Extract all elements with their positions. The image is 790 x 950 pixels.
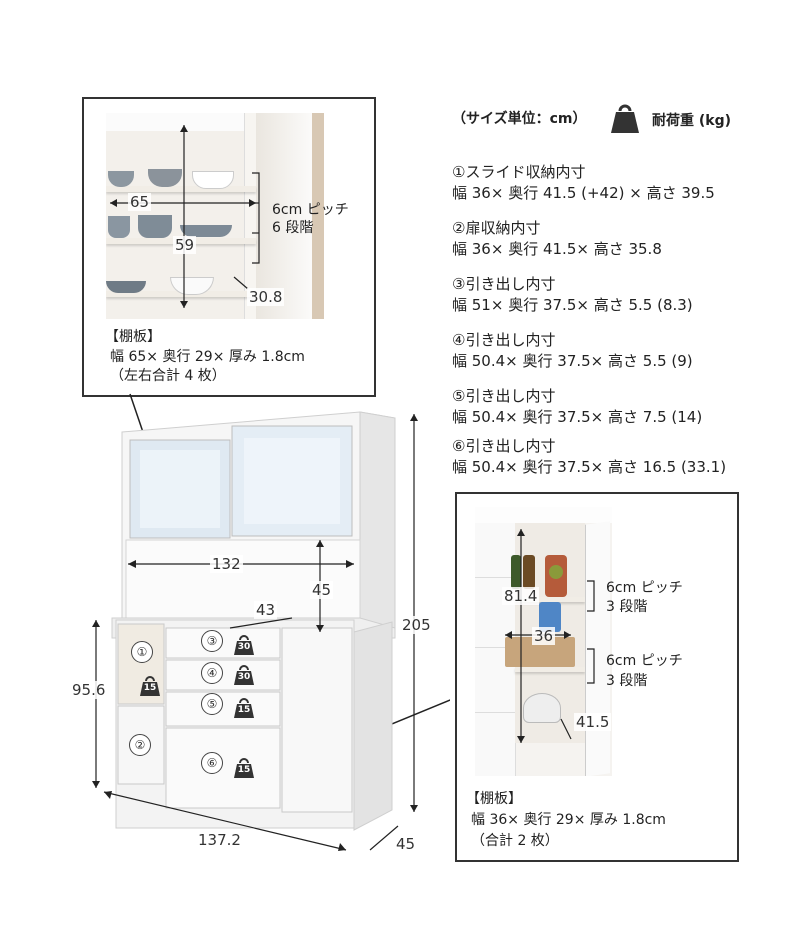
compartment-4-marker: ④ xyxy=(201,662,223,684)
compartment-1-weight-value: 15 xyxy=(143,683,157,693)
upper-width-label: 65 xyxy=(128,193,152,211)
compartment-5-marker: ⑤ xyxy=(201,693,223,715)
upper-shelf-title: 【棚板】 xyxy=(105,329,161,345)
side-shelf-line1: 幅 36× 奥行 29× 厚み 1.8cm xyxy=(471,812,666,828)
upper-shelf-photo xyxy=(106,113,324,319)
cabinet-total-width-label: 137.2 xyxy=(196,831,243,849)
side-shelf-title: 【棚板】 xyxy=(466,791,522,807)
compartment-3-weight: 30 xyxy=(233,634,255,656)
cabinet-illustration xyxy=(92,393,450,851)
cabinet-counter-depth-label: 43 xyxy=(254,601,278,619)
compartment-5-weight-value: 15 xyxy=(237,705,251,715)
spec-4-title: ④引き出し内寸 xyxy=(452,331,556,349)
spec-5-value: 幅 50.4× 奥行 37.5× 高さ 7.5 (14) xyxy=(452,408,703,426)
compartment-6-weight-value: 15 xyxy=(237,765,251,775)
compartment-6-weight: 15 xyxy=(233,757,255,779)
spec-2-value: 幅 36× 奥行 41.5× 高さ 35.8 xyxy=(452,240,662,258)
spec-2-title: ②扉収納内寸 xyxy=(452,219,541,237)
spec-4-value: 幅 50.4× 奥行 37.5× 高さ 5.5 (9) xyxy=(452,352,693,370)
cabinet-total-height-label: 205 xyxy=(400,616,433,634)
spec-5-title: ⑤引き出し内寸 xyxy=(452,387,556,405)
spec-3-value: 幅 51× 奥行 37.5× 高さ 5.5 (8.3) xyxy=(452,296,693,314)
load-label: 耐荷重 (kg) xyxy=(652,113,732,129)
spec-6-value: 幅 50.4× 奥行 37.5× 高さ 16.5 (33.1) xyxy=(452,458,727,476)
side-width-label: 36 xyxy=(532,627,556,645)
side-pitch-b-line1: 6cm ピッチ xyxy=(606,653,683,669)
cabinet-inner-width-label: 132 xyxy=(210,555,243,573)
compartment-3-weight-value: 30 xyxy=(237,642,251,652)
compartment-1-weight: 15 xyxy=(139,675,161,697)
upper-pitch-line1: 6cm ピッチ xyxy=(272,202,349,218)
spec-3-title: ③引き出し内寸 xyxy=(452,275,556,293)
side-height-label: 81.4 xyxy=(502,587,540,605)
side-pitch-a-line1: 6cm ピッチ xyxy=(606,580,683,596)
upper-pitch-line2: 6 段階 xyxy=(272,220,314,236)
cabinet-lower-height-label: 95.6 xyxy=(70,681,108,699)
compartment-2-marker: ② xyxy=(129,734,151,756)
side-depth-label: 41.5 xyxy=(574,713,612,731)
compartment-3-marker: ③ xyxy=(201,630,223,652)
cabinet-counter-height-label: 45 xyxy=(310,581,334,599)
compartment-1-marker: ① xyxy=(131,641,153,663)
weight-icon xyxy=(611,104,639,133)
spec-1-value: 幅 36× 奥行 41.5 (+42) × 高さ 39.5 xyxy=(452,184,715,202)
upper-height-label: 59 xyxy=(173,236,197,254)
compartment-5-weight: 15 xyxy=(233,697,255,719)
upper-shelf-line1: 幅 65× 奥行 29× 厚み 1.8cm xyxy=(110,349,305,365)
compartment-4-weight: 30 xyxy=(233,664,255,686)
side-pitch-a-line2: 3 段階 xyxy=(606,599,648,615)
compartment-6-marker: ⑥ xyxy=(201,752,223,774)
size-unit-label: （サイズ単位：cm） xyxy=(452,111,587,127)
side-shelf-line2: （合計 2 枚） xyxy=(471,833,559,849)
upper-shelf-line2: （左右合計 4 枚） xyxy=(110,368,226,384)
spec-6-title: ⑥引き出し内寸 xyxy=(452,437,556,455)
cabinet-total-depth-label: 45 xyxy=(394,835,418,853)
compartment-4-weight-value: 30 xyxy=(237,672,251,682)
side-pitch-b-line2: 3 段階 xyxy=(606,673,648,689)
spec-1-title: ①スライド収納内寸 xyxy=(452,163,586,181)
upper-depth-label: 30.8 xyxy=(247,288,285,306)
